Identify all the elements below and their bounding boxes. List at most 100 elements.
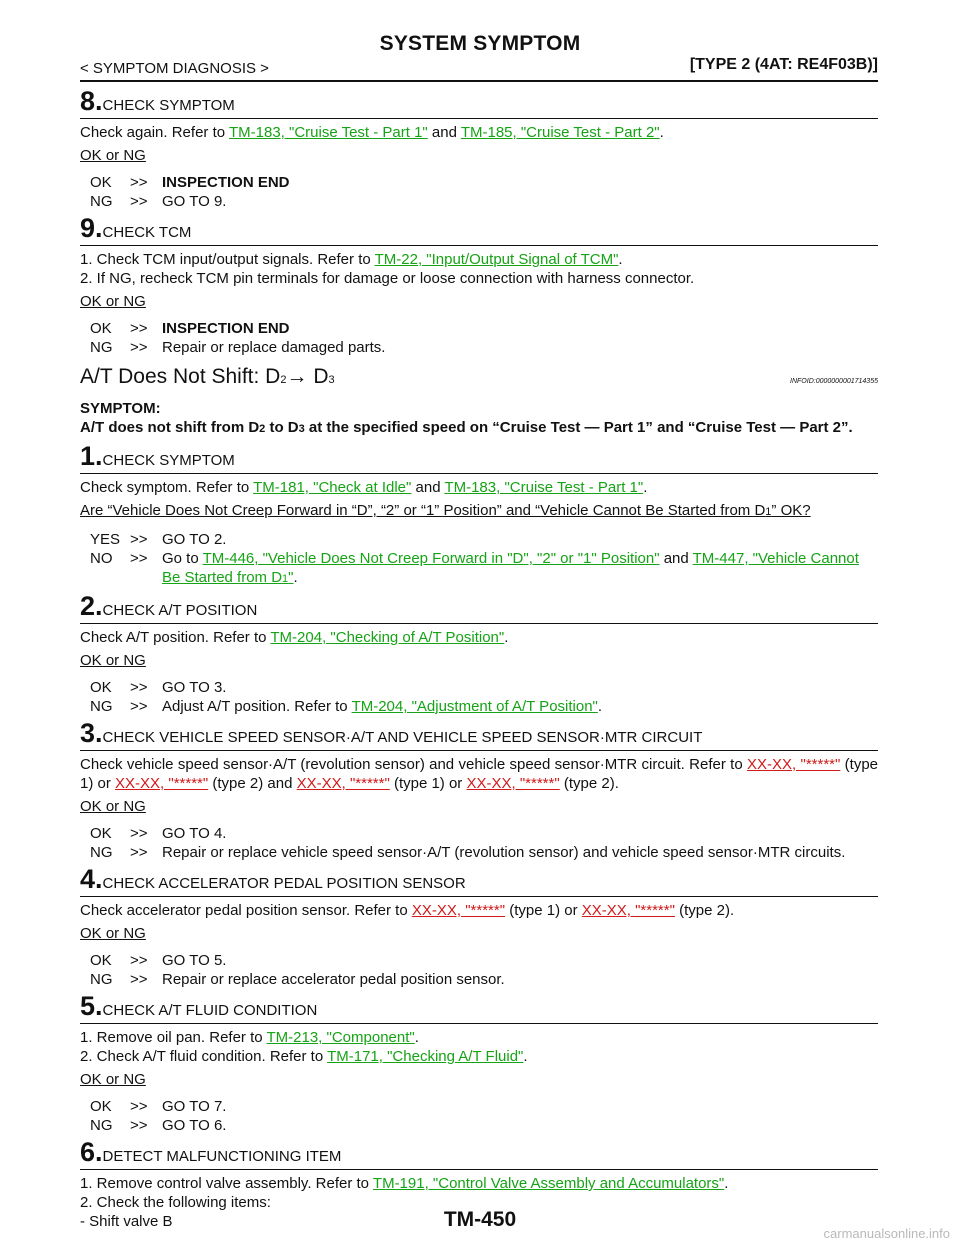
ok-or-ng-label: OK or NG [80,925,146,942]
text: (type 1) or [505,902,582,919]
response-key: OK [90,952,112,969]
response-text: Repair or replace accelerator pedal posi… [162,971,505,988]
text: 1. Remove control valve assembly. Refer … [80,1175,373,1192]
header-rule [80,80,878,82]
text: Go to [162,550,203,567]
step-number: 8. [80,86,103,116]
response-key: OK [90,1098,112,1115]
text: D [307,365,329,388]
page-title: SYSTEM SYMPTOM [379,32,581,55]
response-key: NG [90,193,113,210]
ref-link[interactable]: TM-204, "Adjustment of A/T Position" [351,698,598,715]
ng-response: NG>>Repair or replace damaged parts. [80,338,878,357]
ref-link[interactable]: TM-447, "Vehicle Cannot Be Started from … [162,550,859,586]
info-id: INFOID:0000000001714355 [790,378,878,385]
ref-link[interactable]: TM-183, "Cruise Test - Part 1" [228,124,428,141]
step-heading: 9. CHECK TCM [80,213,878,246]
step-title: DETECT MALFUNCTIONING ITEM [102,1148,342,1165]
step-text: Check symptom. Refer to TM-181, "Check a… [80,478,878,497]
ok-response: OK>>GO TO 5. [80,951,878,970]
ng-response: NG>>Repair or replace vehicle speed sens… [80,843,878,862]
subscript: 1 [282,573,289,585]
ref-link[interactable]: TM-213, "Component" [266,1029,415,1046]
step-title: CHECK VEHICLE SPEED SENSOR·A/T AND VEHIC… [102,729,703,746]
text: (type 1) or [389,775,467,792]
ref-link[interactable]: XX-XX, "*****" [296,775,390,792]
step-2: 2. CHECK A/T POSITION Check A/T position… [80,591,878,716]
response-text: Adjust A/T position. Refer to TM-204, "A… [162,697,878,716]
text: Check again. Refer to [80,124,229,141]
ref-link[interactable]: TM-183, "Cruise Test - Part 1" [444,479,644,496]
text: . [504,629,509,646]
response-text: INSPECTION END [162,320,290,337]
ref-link[interactable]: XX-XX, "*****" [411,902,506,919]
page-number: TM-450 [443,1208,517,1231]
ref-link[interactable]: TM-446, "Vehicle Does Not Creep Forward … [202,550,660,567]
text: (type 2). [559,775,619,792]
ref-link[interactable]: TM-22, "Input/Output Signal of TCM" [374,251,619,268]
response-arrow: >> [130,1098,148,1115]
text: Check vehicle speed sensor·A/T (revoluti… [80,756,747,773]
ok-or-ng-label: OK or NG [80,652,146,669]
text: and [427,124,461,141]
response-key: NO [90,550,113,567]
response-key: NG [90,1117,113,1134]
ref-link[interactable]: TM-204, "Checking of A/T Position" [270,629,505,646]
ref-link[interactable]: XX-XX, "*****" [466,775,560,792]
ng-response: NG >> Adjust A/T position. Refer to TM-20… [80,697,878,716]
step-title: CHECK TCM [102,224,192,241]
text: . [414,1029,419,1046]
response-key: NG [90,971,113,988]
response-arrow: >> [130,952,148,969]
response-text: Go to TM-446, "Vehicle Does Not Creep Fo… [162,549,878,589]
text: and [411,479,445,496]
ok-or-ng-label: OK or NG [80,798,146,815]
step-title: CHECK ACCELERATOR PEDAL POSITION SENSOR [102,875,466,892]
ref-link[interactable]: TM-185, "Cruise Test - Part 2" [460,124,660,141]
response-key: YES [90,531,121,548]
response-key: OK [90,679,112,696]
ok-response: OK >> GO TO 3. [80,678,878,697]
step-8: 8. CHECK SYMPTOM Check again. Refer to T… [80,86,878,211]
subscript: 2 [280,374,287,386]
ref-link[interactable]: TM-171, "Checking A/T Fluid" [327,1048,524,1065]
step-text: Check accelerator pedal position sensor.… [80,901,878,920]
ng-response: NG>>GO TO 6. [80,1116,878,1135]
ng-response: NG>>GO TO 9. [80,192,878,211]
ok-response: OK>>INSPECTION END [80,319,878,338]
step-4: 4. CHECK ACCELERATOR PEDAL POSITION SENS… [80,864,878,989]
ref-link[interactable]: TM-181, "Check at Idle" [253,479,412,496]
response-arrow: >> [130,698,148,715]
ref-link[interactable]: XX-XX, "*****" [747,756,841,773]
ref-link[interactable]: XX-XX, "*****" [581,902,675,919]
text: . [523,1048,528,1065]
response-text: INSPECTION END [162,174,290,191]
response-text: GO TO 3. [162,679,227,696]
response-arrow: >> [130,679,148,696]
step-number: 4. [80,864,103,894]
response-text: GO TO 4. [162,825,227,842]
ref-link[interactable]: XX-XX, "*****" [115,775,209,792]
response-key: NG [90,698,113,715]
response-text: GO TO 6. [162,1117,227,1134]
text: Adjust A/T position. Refer to [162,698,352,715]
text: TM-447, "Vehicle Cannot Be Started from … [162,550,859,586]
subscript: 3 [328,374,335,386]
ok-response: OK>>GO TO 4. [80,824,878,843]
step-heading: 2. CHECK A/T POSITION [80,591,878,624]
step-number: 9. [80,213,103,243]
content: 8. CHECK SYMPTOM Check again. Refer to T… [80,84,878,1231]
ok-or-ng-label: OK or NG [80,147,146,164]
ref-link[interactable]: TM-191, "Control Valve Assembly and Accu… [372,1175,725,1192]
text: . [643,479,648,496]
text: 2. If NG, recheck TCM pin terminals for … [80,270,695,287]
response-arrow: >> [130,844,148,861]
step-text: 1. Remove control valve assembly. Refer … [80,1174,878,1231]
step-title: CHECK A/T POSITION [102,602,258,619]
step-text: Check vehicle speed sensor·A/T (revoluti… [80,755,878,793]
ok-response: OK>>GO TO 7. [80,1097,878,1116]
text: A/T Does Not Shift: D [80,365,281,388]
text: at the specified speed on “Cruise Test —… [304,419,853,436]
symptom-text: A/T does not shift from D2 to D3 at the … [80,418,878,439]
no-response: NO>> Go to TM-446, "Vehicle Does Not Cre… [80,549,878,589]
